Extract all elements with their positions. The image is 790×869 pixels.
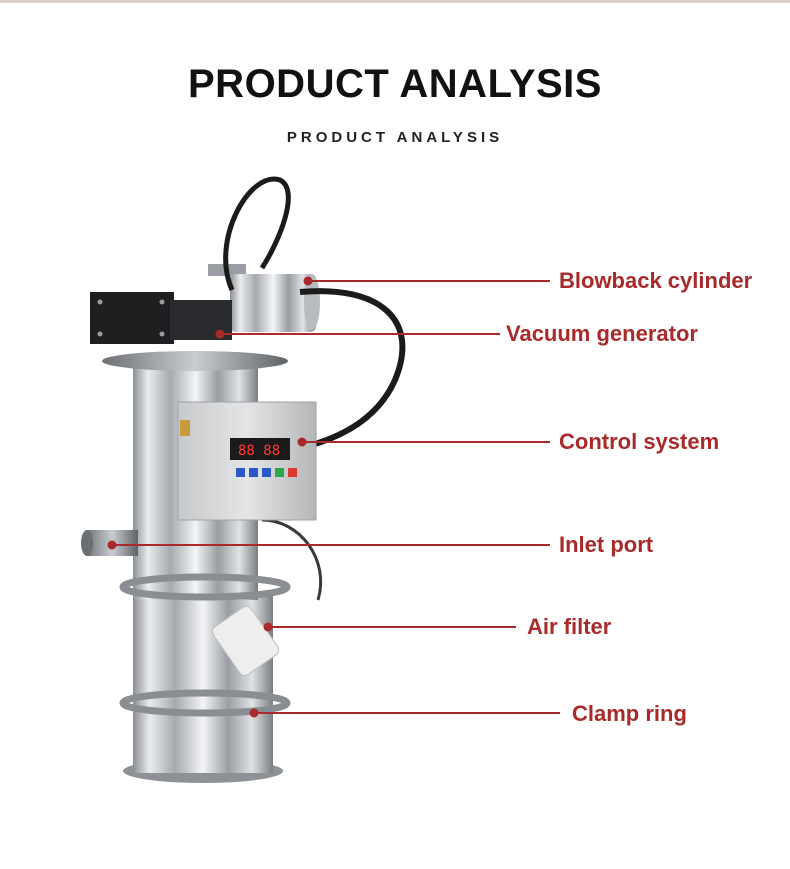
control-display bbox=[230, 438, 290, 460]
brass-fitting bbox=[180, 420, 190, 436]
inlet-opening bbox=[81, 530, 93, 556]
page-title: PRODUCT ANALYSIS bbox=[188, 62, 602, 106]
page-subtitle: PRODUCT ANALYSIS bbox=[286, 129, 504, 146]
control-box bbox=[177, 401, 317, 521]
label-clamp-ring: Clamp ring bbox=[572, 701, 687, 726]
top-divider bbox=[0, 0, 790, 3]
svg-text:88 88: 88 88 bbox=[238, 443, 280, 459]
upper-clamp-ring bbox=[119, 573, 291, 601]
label-air-filter: Air filter bbox=[527, 614, 612, 639]
label-vacuum-generator: Vacuum generator bbox=[506, 321, 698, 346]
label-inlet-port: Inlet port bbox=[559, 532, 654, 557]
cable-bundle bbox=[261, 518, 323, 601]
blowback-cylinder-body bbox=[230, 274, 316, 332]
air-hose-loop bbox=[223, 176, 291, 292]
lower-clamp-ring bbox=[119, 689, 291, 717]
top-lid bbox=[102, 351, 288, 371]
blowback-cylinder-end bbox=[304, 274, 320, 330]
air-hose-main bbox=[299, 288, 406, 449]
label-blowback-cylinder: Blowback cylinder bbox=[559, 268, 753, 293]
label-control-system: Control system bbox=[559, 429, 720, 454]
